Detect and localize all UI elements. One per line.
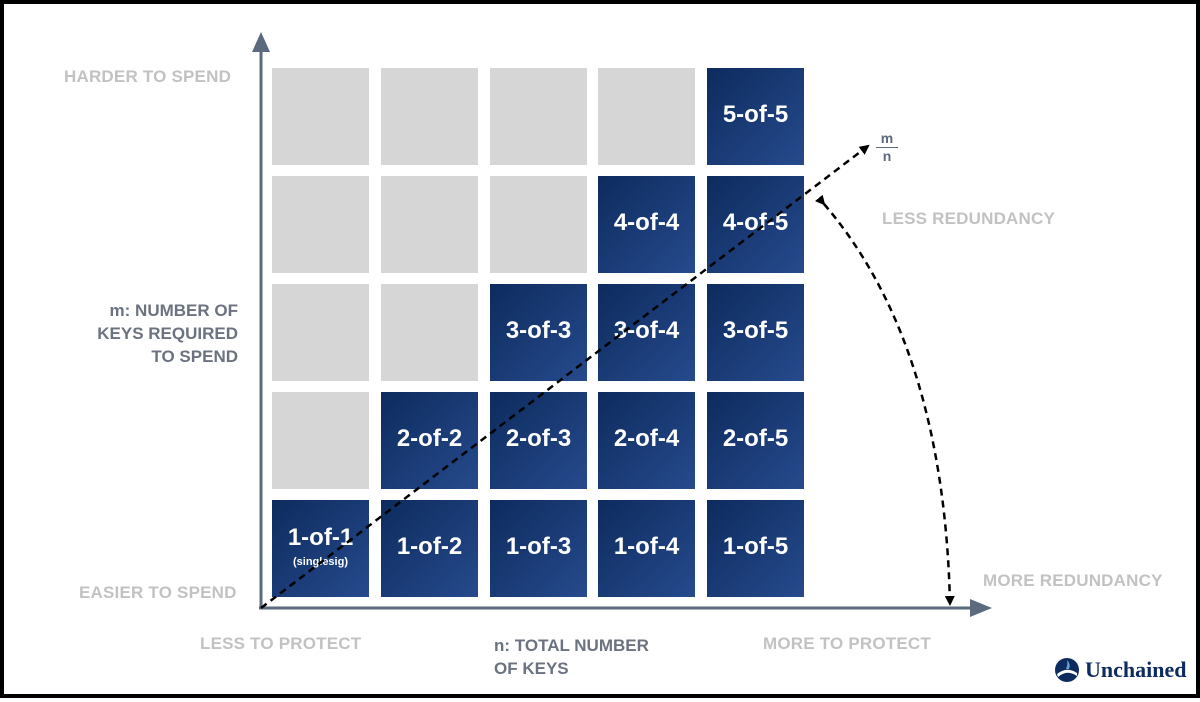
unchained-logo: Unchained — [1054, 656, 1186, 684]
quorum-cell-label: 2-of-2 — [396, 425, 463, 452]
quorum-cell-label: 1-of-5 — [722, 533, 789, 560]
n-axis-label: n: TOTAL NUMBER OF KEYS — [494, 636, 649, 678]
quorum-cell-2-of-2: 2-of-2 — [381, 392, 478, 489]
y-axis-arrowhead — [252, 32, 270, 52]
quorum-cell-1-of-4: 1-of-4 — [598, 500, 695, 597]
empty-cell — [272, 68, 369, 165]
unchained-logo-text: Unchained — [1085, 657, 1187, 682]
more-redundancy-label: MORE REDUNDANCY — [983, 571, 1163, 590]
quorum-cell-label: 4-of-4 — [613, 209, 680, 236]
empty-cell — [272, 284, 369, 381]
quorum-cell-label: 5-of-5 — [722, 101, 789, 128]
empty-cell — [490, 68, 587, 165]
fraction-bar — [876, 147, 898, 148]
x-axis-arrowhead — [970, 599, 992, 617]
quorum-cell-label: 3-of-5 — [722, 317, 789, 344]
overlay-arrows — [260, 144, 955, 609]
quorum-cell-2-of-3: 2-of-3 — [490, 392, 587, 489]
quorum-cell-label: 1-of-4 — [613, 533, 680, 560]
m-over-n-diagonal-arrow — [260, 144, 870, 609]
more-to-protect-label: MORE TO PROTECT — [763, 634, 931, 653]
quorum-cell-1-of-1: 1-of-1(singlesig) — [272, 500, 369, 597]
empty-cell — [381, 284, 478, 381]
quorum-cell-1-of-3: 1-of-3 — [490, 500, 587, 597]
fraction-numerator: m — [880, 130, 894, 146]
easier-to-spend-label: EASIER TO SPEND — [79, 583, 237, 602]
quorum-cell-1-of-5: 1-of-5 — [707, 500, 804, 597]
quorum-cell-label: 2-of-3 — [505, 425, 572, 452]
quorum-cell-2-of-4: 2-of-4 — [598, 392, 695, 489]
quorum-cell-3-of-5: 3-of-5 — [707, 284, 804, 381]
harder-to-spend-label: HARDER TO SPEND — [64, 67, 232, 86]
quorum-cell-5-of-5: 5-of-5 — [707, 68, 804, 165]
less-to-protect-label: LESS TO PROTECT — [200, 634, 362, 653]
quorum-cell-3-of-4: 3-of-4 — [598, 284, 695, 381]
empty-cell — [272, 392, 369, 489]
quorum-cell-label: 2-of-4 — [613, 425, 680, 452]
quorum-cell-3-of-3: 3-of-3 — [490, 284, 587, 381]
quorum-cell-4-of-4: 4-of-4 — [598, 176, 695, 273]
unchained-logo-icon — [1055, 658, 1079, 682]
quorum-cell-2-of-5: 2-of-5 — [707, 392, 804, 489]
m-over-n-fraction: m n — [874, 131, 900, 164]
empty-cell — [490, 176, 587, 273]
empty-cell — [598, 68, 695, 165]
m-axis-label: m: NUMBER OF KEYS REQUIRED TO SPEND — [97, 301, 238, 366]
fraction-denominator: n — [882, 148, 892, 164]
quorum-cell-label: 1-of-2 — [396, 533, 463, 560]
quorum-cell-label: 1-of-3 — [505, 533, 572, 560]
diagram-lines — [252, 32, 992, 617]
quorum-cell-label: 2-of-5 — [722, 425, 789, 452]
quorum-cell-label: 3-of-3 — [505, 317, 572, 344]
empty-cell — [381, 176, 478, 273]
empty-cell — [381, 68, 478, 165]
quorum-cell-1-of-2: 1-of-2 — [381, 500, 478, 597]
empty-cell — [272, 176, 369, 273]
redundancy-curved-arrow — [814, 194, 955, 606]
